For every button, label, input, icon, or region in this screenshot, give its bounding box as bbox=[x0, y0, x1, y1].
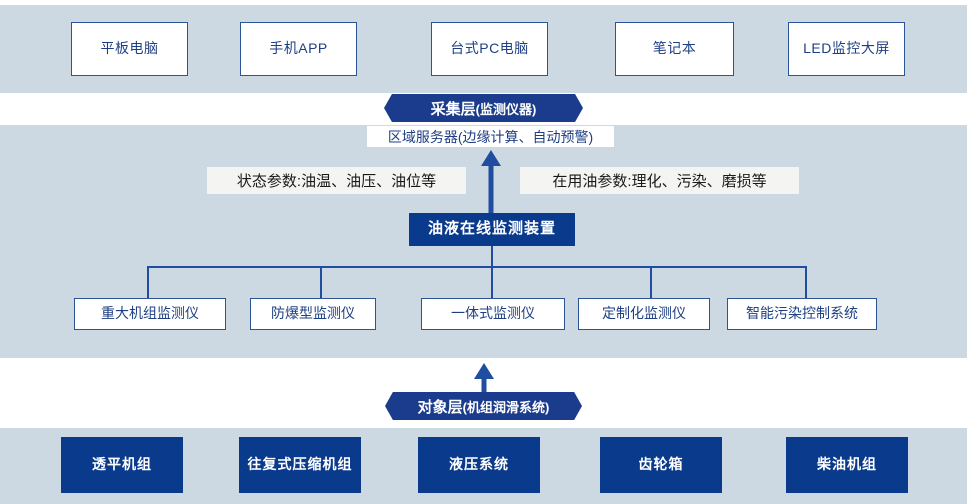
presentation-box-label: 手机APP bbox=[269, 40, 328, 57]
presentation-box-label: 台式PC电脑 bbox=[450, 40, 529, 57]
up-arrow-icon-device-to-server bbox=[481, 150, 501, 213]
object-box-diesel-unit[interactable]: 柴油机组 bbox=[786, 437, 908, 493]
regional-server-label: 区域服务器(边缘计算、自动预警) bbox=[367, 126, 614, 147]
arrow-head bbox=[481, 150, 501, 166]
object-box-reciprocating-compressor[interactable]: 往复式压缩机组 bbox=[239, 437, 361, 493]
presentation-box-label: LED监控大屏 bbox=[803, 40, 890, 57]
device-box-smart-contamination-control[interactable]: 智能污染控制系统 bbox=[727, 298, 877, 330]
in-use-oil-parameters-text: 在用油参数:理化、污染、磨损等 bbox=[552, 173, 767, 190]
device-box-customized-monitor[interactable]: 定制化监测仪 bbox=[578, 298, 710, 330]
device-box-label: 防爆型监测仪 bbox=[271, 305, 355, 322]
presentation-box-led-screen[interactable]: LED监控大屏 bbox=[788, 22, 905, 76]
presentation-box-tablet[interactable]: 平板电脑 bbox=[71, 22, 188, 76]
device-box-label: 重大机组监测仪 bbox=[101, 305, 199, 322]
connector-trunk bbox=[491, 246, 493, 268]
presentation-box-label: 平板电脑 bbox=[100, 40, 159, 57]
object-layer-banner: 对象层 (机组润滑系统) bbox=[385, 392, 582, 420]
presentation-box-laptop[interactable]: 笔记本 bbox=[615, 22, 734, 76]
object-box-turbine-unit[interactable]: 透平机组 bbox=[61, 437, 183, 493]
connector-branch-5 bbox=[805, 266, 807, 298]
presentation-box-label: 笔记本 bbox=[652, 40, 697, 57]
status-parameters-label: 状态参数:油温、油压、油位等 bbox=[207, 167, 466, 194]
device-box-integrated-monitor[interactable]: 一体式监测仪 bbox=[421, 298, 565, 330]
object-banner-main: 对象层 bbox=[417, 398, 463, 416]
object-box-hydraulic-system[interactable]: 液压系统 bbox=[418, 437, 540, 493]
object-box-label: 液压系统 bbox=[449, 456, 509, 473]
connector-bus bbox=[147, 266, 807, 268]
arrow-head bbox=[474, 363, 494, 379]
status-parameters-text: 状态参数:油温、油压、油位等 bbox=[236, 173, 437, 190]
presentation-box-desktop-pc[interactable]: 台式PC电脑 bbox=[431, 22, 548, 76]
presentation-box-mobile-app[interactable]: 手机APP bbox=[240, 22, 357, 76]
oil-online-monitoring-device-label: 油液在线监测装置 bbox=[427, 220, 556, 238]
object-box-label: 往复式压缩机组 bbox=[247, 456, 353, 473]
connector-branch-2 bbox=[320, 266, 322, 298]
acquisition-layer-banner: 采集层(监测仪器) bbox=[384, 94, 583, 122]
connector-branch-4 bbox=[650, 266, 652, 298]
connector-branch-1 bbox=[147, 266, 149, 298]
device-box-explosion-proof-monitor[interactable]: 防爆型监测仪 bbox=[250, 298, 376, 330]
device-box-label: 一体式监测仪 bbox=[451, 305, 535, 322]
in-use-oil-parameters-label: 在用油参数:理化、污染、磨损等 bbox=[520, 167, 799, 194]
connector-branch-3 bbox=[491, 266, 493, 298]
object-box-label: 齿轮箱 bbox=[638, 456, 684, 473]
device-box-label: 定制化监测仪 bbox=[602, 305, 686, 322]
arrow-shaft bbox=[481, 377, 487, 397]
object-banner-sub: (机组润滑系统) bbox=[462, 399, 550, 415]
acquisition-banner-main: 采集层 bbox=[430, 100, 476, 118]
regional-server-text: 区域服务器(边缘计算、自动预警) bbox=[387, 128, 594, 145]
object-box-gearbox[interactable]: 齿轮箱 bbox=[600, 437, 722, 493]
device-box-label: 智能污染控制系统 bbox=[746, 305, 858, 322]
oil-online-monitoring-device-box[interactable]: 油液在线监测装置 bbox=[409, 213, 575, 246]
object-box-label: 柴油机组 bbox=[817, 456, 877, 473]
object-box-label: 透平机组 bbox=[92, 456, 152, 473]
up-arrow-icon-object-to-acquisition bbox=[474, 363, 494, 397]
arrow-shaft bbox=[488, 164, 494, 213]
device-box-major-unit-monitor[interactable]: 重大机组监测仪 bbox=[74, 298, 226, 330]
acquisition-banner-sub: (监测仪器) bbox=[475, 101, 537, 117]
